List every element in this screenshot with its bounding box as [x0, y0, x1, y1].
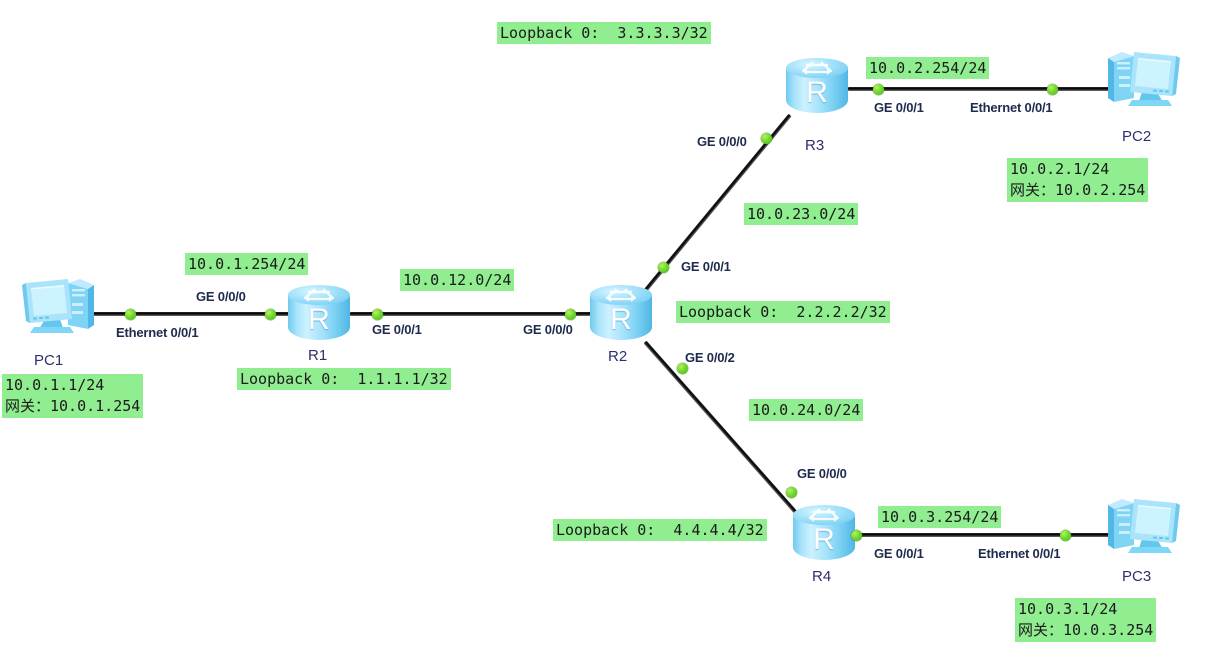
router-arrows-icon [299, 285, 339, 305]
iface-label-pc1-ethernet: Ethernet 0/0/1 [116, 325, 199, 340]
router-r-glyph: R [610, 303, 632, 336]
tag-r1-loopback: Loopback 0: 1.1.1.1/32 [237, 368, 451, 390]
router-top [786, 58, 848, 78]
router-r2[interactable]: R [590, 285, 652, 343]
iface-label-r3-ge000: GE 0/0/0 [697, 134, 747, 149]
connector-dot-r1-ge001 [372, 309, 383, 320]
tag-r2-loopback: Loopback 0: 2.2.2.2/32 [676, 301, 890, 323]
tag-r4-loopback: Loopback 0: 4.4.4.4/32 [553, 519, 767, 541]
tag-pc3-gateway: 网关：10.0.3.254 [1018, 621, 1154, 639]
tag-pc1-address: 10.0.1.1/24 [5, 376, 105, 394]
iface-label-pc3-ethernet: Ethernet 0/0/1 [978, 546, 1061, 561]
iface-label-r2-ge000: GE 0/0/0 [523, 322, 573, 337]
device-label-pc2: PC2 [1122, 128, 1152, 145]
connector-dot-r3-ge001 [873, 84, 884, 95]
router-arrows-icon [601, 285, 641, 305]
router-r-glyph: R [813, 523, 835, 556]
iface-label-r1-ge000: GE 0/0/0 [196, 289, 246, 304]
device-label-r4: R4 [812, 568, 832, 585]
iface-label-r2-ge001: GE 0/0/1 [681, 259, 731, 274]
router-top [793, 505, 855, 525]
router-arrows-icon [804, 505, 844, 525]
connector-dot-r3-ge000 [761, 133, 772, 144]
iface-label-r4-ge000: GE 0/0/0 [797, 466, 847, 481]
router-r1[interactable]: R [288, 285, 350, 343]
tag-link-r2-r4-subnet: 10.0.24.0/24 [749, 399, 864, 421]
device-label-pc3: PC3 [1122, 568, 1152, 585]
device-label-pc1: PC1 [34, 352, 64, 369]
tag-r3-lan-address: 10.0.2.254/24 [866, 57, 990, 79]
connector-dot-r4-ge000 [786, 487, 797, 498]
tag-pc2-config: 10.0.2.1/24 网关：10.0.2.254 [1007, 158, 1149, 202]
connector-dot-pc2 [1047, 84, 1058, 95]
connector-dot-pc1 [125, 309, 136, 320]
router-top [590, 285, 652, 305]
link-r1-r2 [350, 312, 592, 316]
link-r4-pc3 [855, 533, 1110, 537]
pc2-icon[interactable] [1108, 48, 1182, 110]
connector-dot-r1-ge000 [265, 309, 276, 320]
tag-pc1-config: 10.0.1.1/24 网关：10.0.1.254 [2, 374, 144, 418]
tag-r4-lan-address: 10.0.3.254/24 [878, 506, 1002, 528]
tag-r1-lan-address: 10.0.1.254/24 [185, 253, 309, 275]
router-r-glyph: R [308, 303, 330, 336]
tag-pc1-gateway: 网关：10.0.1.254 [5, 397, 141, 415]
tag-link-r1-r2-subnet: 10.0.12.0/24 [400, 269, 515, 291]
link-pc1-r1 [88, 312, 290, 316]
iface-label-pc2-ethernet: Ethernet 0/0/1 [970, 100, 1053, 115]
link-r2-r4 [643, 340, 797, 514]
connector-dot-r4-ge001 [851, 530, 862, 541]
tag-pc2-gateway: 网关：10.0.2.254 [1010, 181, 1146, 199]
pc3-icon[interactable] [1108, 495, 1182, 557]
connector-dot-r2-ge002 [677, 363, 688, 374]
iface-label-r2-ge002: GE 0/0/2 [685, 350, 735, 365]
device-label-r1: R1 [308, 347, 328, 364]
pc1-icon[interactable] [20, 275, 94, 337]
connector-dot-r2-ge001 [658, 262, 669, 273]
device-label-r3: R3 [805, 137, 825, 154]
link-r3-pc2 [848, 87, 1110, 91]
iface-label-r4-ge001: GE 0/0/1 [874, 546, 924, 561]
iface-label-r3-ge001: GE 0/0/1 [874, 100, 924, 115]
router-arrows-icon [797, 58, 837, 78]
router-top [288, 285, 350, 305]
router-r4[interactable]: R [793, 505, 855, 563]
tag-r3-loopback: Loopback 0: 3.3.3.3/32 [497, 22, 711, 44]
tag-pc3-config: 10.0.3.1/24 网关：10.0.3.254 [1015, 598, 1157, 642]
iface-label-r1-ge001: GE 0/0/1 [372, 322, 422, 337]
connector-dot-pc3 [1060, 530, 1071, 541]
connector-dot-r2-ge000 [565, 309, 576, 320]
tag-pc3-address: 10.0.3.1/24 [1018, 600, 1118, 618]
tag-pc2-address: 10.0.2.1/24 [1010, 160, 1110, 178]
router-r-glyph: R [806, 76, 828, 109]
router-r3[interactable]: R [786, 58, 848, 116]
device-label-r2: R2 [608, 348, 628, 365]
tag-link-r2-r3-subnet: 10.0.23.0/24 [744, 203, 859, 225]
